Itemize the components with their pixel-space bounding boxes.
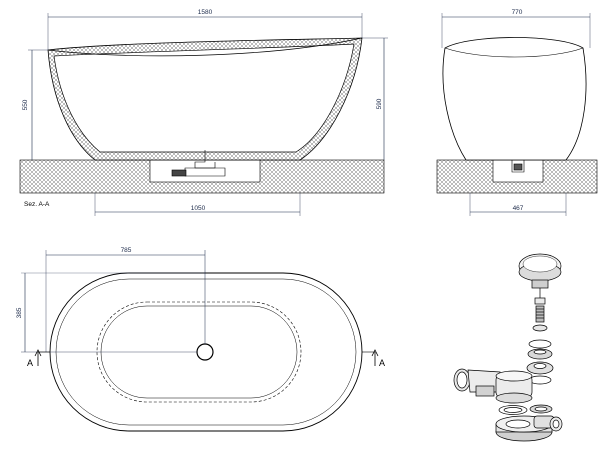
dim-height-outer: 590 <box>376 98 383 109</box>
top-view: 785 385 A A <box>16 247 385 432</box>
side-section-view: 1580 550 590 1050 Sez. A-A <box>19 9 388 216</box>
drain-kit-exploded <box>453 253 563 442</box>
section-arrow-right <box>371 349 379 366</box>
tub-front-shell <box>442 37 587 161</box>
section-mark-right: A <box>379 358 385 368</box>
tub-rim <box>47 37 363 57</box>
front-drain-cavity <box>492 159 544 183</box>
dim-half-width: 385 <box>16 307 23 318</box>
dim-drain-offset: 785 <box>121 247 132 254</box>
tub-side-inner <box>53 43 355 153</box>
drain-hole <box>196 343 214 361</box>
dim-base-width: 467 <box>513 205 524 212</box>
tub-front-rim <box>444 47 584 58</box>
section-mark-left: A <box>27 358 33 368</box>
dim-base-length: 1050 <box>191 205 206 212</box>
tub-floor-outline <box>96 301 302 403</box>
drain-trap <box>453 368 533 404</box>
drain-pipe-front <box>511 160 525 173</box>
drain-pipe-side <box>171 150 226 177</box>
dim-length: 1580 <box>198 9 213 16</box>
front-view: 770 467 <box>436 9 598 216</box>
section-label: Sez. A-A <box>24 201 50 208</box>
drain-outlet-base <box>495 415 563 442</box>
dim-height-inner: 550 <box>22 99 29 110</box>
cap-connector <box>531 279 549 289</box>
dim-width: 770 <box>512 9 523 16</box>
section-arrow-left <box>34 349 42 366</box>
drain-ring-1 <box>528 339 552 349</box>
drain-stem <box>532 297 548 332</box>
drain-cavity <box>149 159 261 183</box>
